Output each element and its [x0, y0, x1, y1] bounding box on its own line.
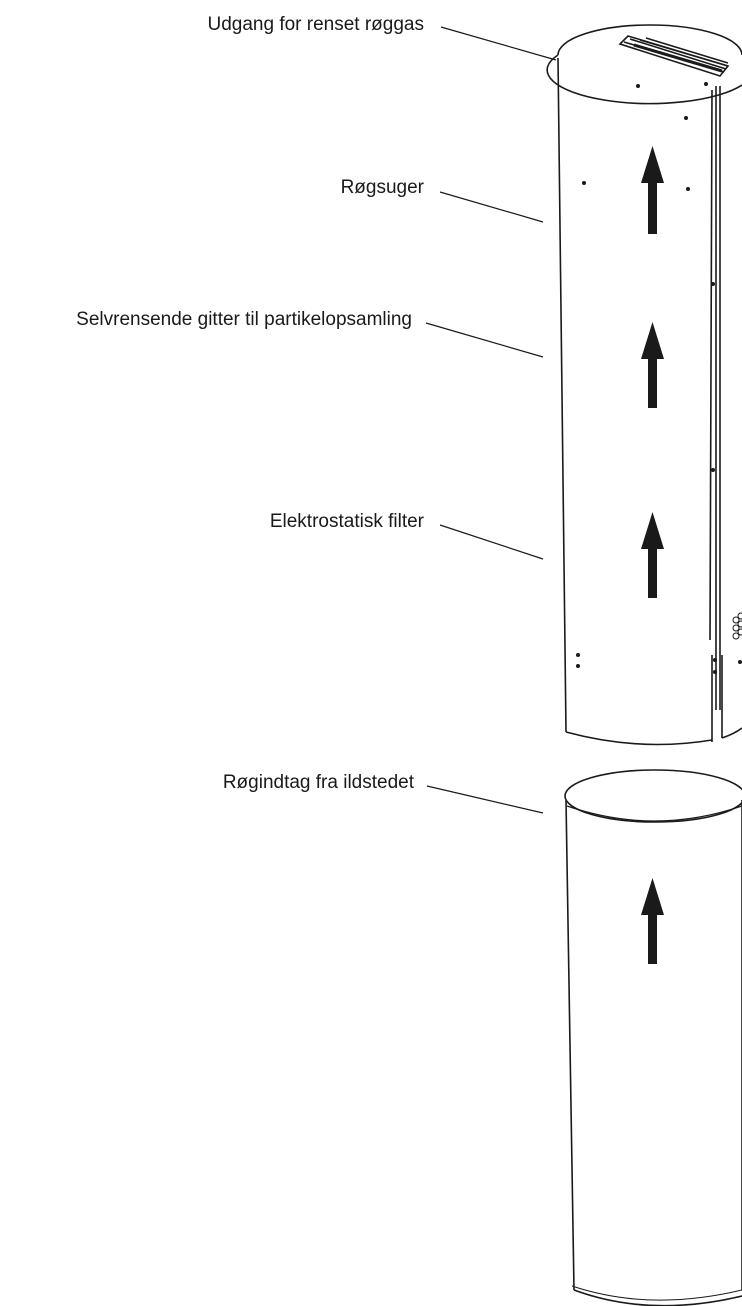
leader-lines — [425, 26, 557, 814]
leader-line-outlet — [440, 26, 557, 61]
fasteners — [576, 82, 742, 674]
label-grid: Selvrensende gitter til partikelopsamlin… — [76, 309, 412, 330]
vent-holes — [732, 612, 742, 640]
lower-unit — [564, 769, 742, 1306]
label-intake: Røgindtag fra ildstedet — [222, 772, 414, 793]
arrow-up-icon — [641, 322, 664, 408]
label-filter: Elektrostatisk filter — [269, 511, 424, 532]
flow-arrows-lower — [641, 878, 664, 964]
arrow-up-icon — [641, 878, 664, 964]
leader-line-extractor — [439, 191, 544, 223]
lower-unit-bottom-edge — [573, 1289, 742, 1306]
arrow-up-icon — [641, 146, 664, 234]
lower-unit-top-opening — [564, 769, 742, 823]
lower-unit-left-wall — [565, 799, 575, 1291]
upper-unit-bottom-edge — [565, 731, 713, 746]
leader-line-grid — [425, 322, 544, 358]
upper-unit — [546, 24, 742, 746]
upper-unit-left-wall — [557, 57, 567, 733]
leader-line-intake — [426, 785, 544, 814]
label-outlet: Udgang for renset røggas — [207, 14, 424, 35]
outlet-grille — [618, 35, 730, 77]
flow-arrows-upper — [641, 146, 664, 598]
arrow-up-icon — [641, 512, 664, 598]
label-extractor: Røgsuger — [340, 177, 424, 198]
leader-line-filter — [439, 524, 544, 560]
